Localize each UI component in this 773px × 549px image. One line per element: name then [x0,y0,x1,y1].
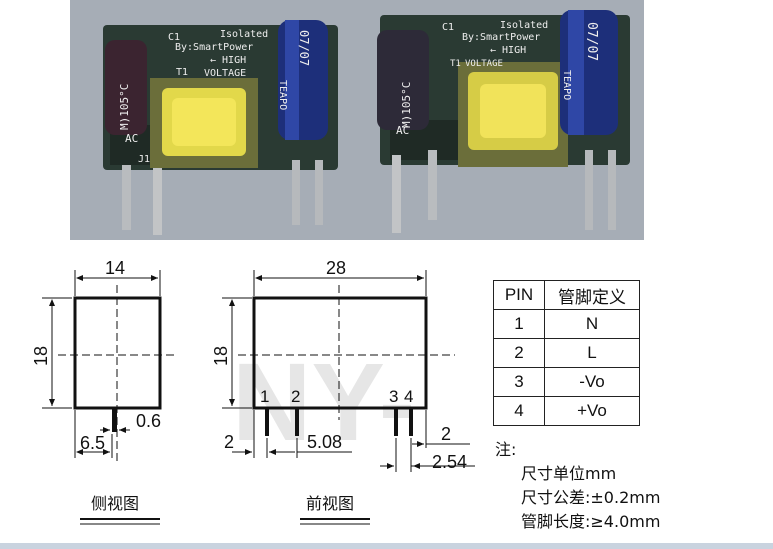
right-cap-text: M)105°C [400,82,413,128]
dimension-drawings: NY- 14 18 0.6 6.5 侧 [0,240,773,549]
front-width-dim: 28 [326,258,346,278]
header-definition: 管脚定义 [544,280,640,310]
left-silk-c1: C1 [168,32,180,43]
side-pin-offset-dim: 6.5 [80,433,105,453]
right-silk-c1: C1 [442,22,454,33]
right-silk-ac: AC [396,124,409,137]
front-view: 1 2 3 4 28 18 2 5.08 [211,258,475,525]
front-right-pitch-dim: 2.54 [432,452,467,472]
bottom-bar [0,543,773,549]
left-silk-voltage: VOLTAGE [204,68,246,79]
side-view: 14 18 0.6 6.5 侧视图 [31,258,178,525]
right-silk-by: By:SmartPower [462,32,540,43]
pin-number: 1 [493,309,545,339]
side-width-dim: 14 [105,258,125,278]
note-line: 管脚长度:≥4.0mm [521,512,661,531]
note-line: 尺寸单位mm [521,464,617,483]
left-cap-r-brand: TEAPO [277,80,288,110]
front-left-offset-dim: 2 [224,432,234,452]
left-module: M)105°C 07/07 TEAPO C1 Isolated By:Smart… [103,20,338,235]
right-cap-r-brand: TEAPO [561,70,572,100]
pin-definition: -Vo [544,367,640,397]
front-pitch-dim: 5.08 [307,432,342,452]
right-silk-voltage: VOLTAGE [465,59,503,69]
pin-definition: +Vo [544,396,640,426]
pin-number: 3 [493,367,545,397]
left-silk-high: ← HIGH [210,55,246,66]
right-silk-high: ← HIGH [490,45,526,56]
front-right-offset-dim: 2 [441,424,451,444]
table-row: 4 +Vo [493,396,640,426]
pin-label-1: 1 [260,387,269,406]
pin-number: 4 [493,396,545,426]
left-silk-j1: J1 [138,154,150,165]
side-pin-width-dim: 0.6 [136,411,161,431]
left-silk-t1: T1 [176,67,188,78]
header-pin: PIN [493,280,545,310]
product-photo: M)105°C 07/07 TEAPO C1 Isolated By:Smart… [70,0,644,240]
pin-label-4: 4 [404,387,413,406]
left-cap-text: M)105°C [118,84,131,130]
right-silk-t1: T1 [450,59,461,69]
pin-label-2: 2 [291,387,300,406]
table-row: 2 L [493,338,640,368]
table-row: 1 N [493,309,640,339]
notes-title: 注: [495,440,517,459]
front-height-dim: 18 [211,346,231,366]
left-cap-r-text: 07/07 [297,30,311,66]
note-line: 尺寸公差:±0.2mm [521,488,661,507]
watermark: NY- [232,341,415,464]
left-silk-by: By:SmartPower [175,42,253,53]
right-module: M)105°C 07/07 TEAPO C1 Isolated By:Smart… [377,10,630,233]
pin-definition-table: PIN 管脚定义 1 N 2 L 3 -Vo 4 +Vo [493,280,640,426]
pin-label-3: 3 [389,387,398,406]
right-cap-r-text: 07/07 [584,22,599,61]
table-header-row: PIN 管脚定义 [493,280,640,310]
front-view-caption: 前视图 [306,494,354,513]
left-silk-isolated: Isolated [220,29,268,40]
pin-number: 2 [493,338,545,368]
left-silk-ac: AC [125,132,138,145]
side-view-caption: 侧视图 [91,494,139,513]
side-height-dim: 18 [31,346,51,366]
pin-definition: N [544,309,640,339]
pin-definition: L [544,338,640,368]
right-silk-isolated: Isolated [500,20,548,31]
table-row: 3 -Vo [493,367,640,397]
notes: 注: 尺寸单位mm 尺寸公差:±0.2mm 管脚长度:≥4.0mm [495,438,660,534]
